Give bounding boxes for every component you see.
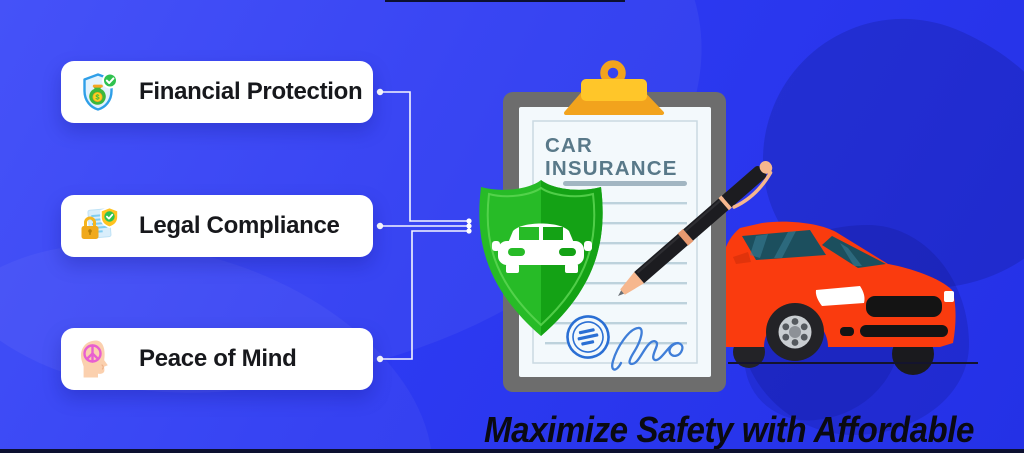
top-dark-strip xyxy=(385,0,625,2)
connector-line-bottom xyxy=(381,230,468,360)
benefit-card-peace-of-mind: Peace of Mind xyxy=(61,328,373,390)
shield-car-glyph xyxy=(492,223,592,273)
connector-dot xyxy=(466,228,472,234)
document-lines xyxy=(545,181,687,345)
car-shield-icon xyxy=(479,180,603,336)
benefit-card-legal-compliance: Legal Compliance xyxy=(61,195,373,257)
head-peace-icon xyxy=(81,340,108,378)
stamp-seal xyxy=(566,315,610,359)
connector-dot xyxy=(376,355,384,363)
document-title-line1: CAR xyxy=(545,134,593,157)
document-title-line2: INSURANCE xyxy=(545,157,678,180)
connector-dot xyxy=(466,223,472,229)
insurance-illustration: CAR INSURANCE xyxy=(479,60,978,392)
benefit-label: Legal Compliance xyxy=(139,212,340,239)
connector-dot xyxy=(466,218,472,224)
benefit-label: Financial Protection xyxy=(139,78,363,105)
dollar-glyph: $ xyxy=(95,93,100,102)
car-front-wheel xyxy=(766,303,824,361)
bottom-dark-strip xyxy=(0,449,1024,453)
money-shield-icon: $ xyxy=(83,72,118,111)
connector-line-top xyxy=(381,91,468,222)
benefit-card-financial-protection: $ Financial Protection xyxy=(61,61,373,123)
document-lock-icon xyxy=(81,206,119,239)
connector-dot xyxy=(376,88,384,96)
pen-illustration xyxy=(618,161,773,296)
signature-scribble xyxy=(611,326,684,371)
connector-lines xyxy=(376,88,472,363)
connector-dot xyxy=(376,222,384,230)
car-illustration xyxy=(722,221,978,375)
caption-text: Maximize Safety with Affordable xyxy=(484,409,975,450)
benefit-label: Peace of Mind xyxy=(139,345,297,372)
clipboard-clip xyxy=(564,60,664,115)
